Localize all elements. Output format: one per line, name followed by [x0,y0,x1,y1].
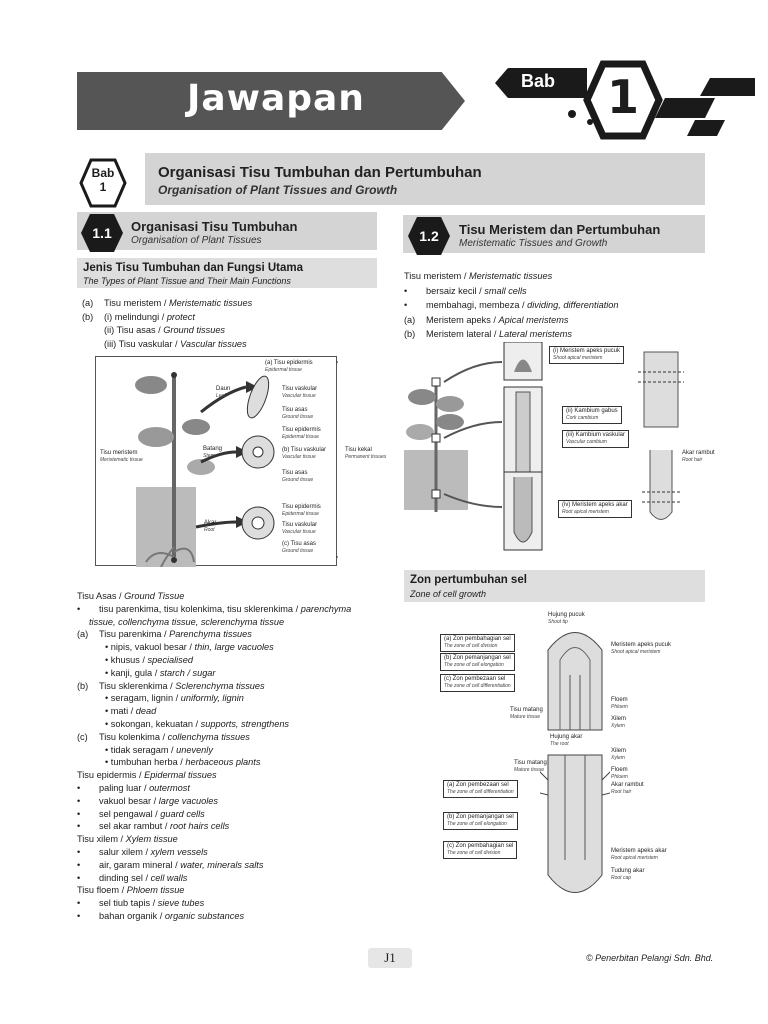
bab-label: Bab [521,71,555,92]
bab-badge-label: Bab [79,166,127,180]
list-item: Tisu Asas / Ground Tissue [77,590,377,603]
list-item: (ii) Tisu asas / Ground tissues [82,324,377,338]
copyright: © Penerbitan Pelangi Sdn. Bhd. [586,953,713,963]
section-1-2-subtitle: Meristematic Tissues and Growth [459,238,607,249]
list-item: • tumbuhan herba / herbaceous plants [77,756,377,769]
list-item: •paling luar / outermost [77,782,377,795]
bab-badge-number: 1 [79,180,127,194]
list-item: •dinding sel / cell walls [77,872,377,885]
list-item: (b)Tisu sklerenkima / Sclerenchyma tissu… [77,680,377,693]
meristem-illustration [404,342,704,557]
section-1-1-number: 1.1 [80,225,124,241]
figure-label: Tisu vaskularVascular tissue [282,386,317,400]
list-item: (iii) Tisu vaskular / Vascular tissues [82,338,377,352]
list-item: Tisu xilem / Xylem tissue [77,833,377,846]
list-item: •membahagi, membeza / dividing, differen… [404,298,704,313]
list-item: •sel tiub tapis / sieve tubes [77,897,377,910]
list-item: • khusus / specialised [77,654,377,667]
figure-label: Meristem apeks akarRoot apical meristem [611,848,667,862]
zon-subtitle: Zone of cell growth [410,589,486,599]
list-item: Tisu epidermis / Epidermal tissues [77,769,377,782]
figure-label: (c) Zon pembahagian selThe zone of cell … [443,841,517,859]
list-item: •bersaiz kecil / small cells [404,284,704,299]
list-item: • nipis, vakuol besar / thin, large vacu… [77,641,377,654]
meristem-list: Tisu meristem / Meristematic tissues•ber… [404,269,704,342]
section-1-2-number: 1.2 [407,228,451,244]
page-title: Jawapan [187,78,365,119]
section-1-2-title: Tisu Meristem dan Pertumbuhan [459,222,660,237]
decor-stripes [655,78,755,138]
list-item: • kanji, gula / starch / sugar [77,667,377,680]
section-1-1-subtitle: Organisation of Plant Tissues [131,235,262,246]
list-item: • sokongan, kekuatan / supports, strengt… [77,718,377,731]
list-item: • tidak seragam / unevenly [77,744,377,757]
list-item: (a)Meristem apeks / Apical meristems [404,313,704,328]
growth-zone-illustration [540,620,610,910]
mature-tissue-label: Tisu matangMature tissue [510,707,543,721]
section-1-1-title: Organisasi Tisu Tumbuhan [131,219,297,234]
list-item: Tisu floem / Phloem tissue [77,884,377,897]
list-item: •vakuol besar / large vacuoles [77,795,377,808]
list-item: •air, garam mineral / water, minerals sa… [77,859,377,872]
list-item: • seragam, lignin / uniformly, lignin [77,692,377,705]
list-item: (b)(i) melindungi / protect [82,311,377,325]
figure-label: Tudung akarRoot cap [611,868,644,882]
zon-title: Zon pertumbuhan sel [410,574,527,586]
list-item: •tisu parenkima, tisu kolenkima, tisu sk… [77,603,377,616]
list-item: •bahan organik / organic substances [77,910,377,923]
list-item: (a)Tisu meristem / Meristematic tissues [82,297,377,311]
jenis-title: Jenis Tisu Tumbuhan dan Fungsi Utama [83,262,303,274]
jenis-subtitle: The Types of Plant Tissue and Their Main… [83,276,291,286]
chapter-title: Organisasi Tisu Tumbuhan dan Pertumbuhan [158,164,482,181]
list-item: • mati / dead [77,705,377,718]
page-number: J1 [368,948,412,968]
list-item: •sel akar rambut / root hairs cells [77,820,377,833]
list-item: (c)Tisu kolenkima / collenchyma tissues [77,731,377,744]
list-item: (a)Tisu parenkima / Parenchyma tissues [77,628,377,641]
decor-dots [560,100,600,130]
tissue-list-top: (a)Tisu meristem / Meristematic tissues(… [82,297,377,351]
figure-label: Akar rambutRoot hair [611,782,644,796]
list-item: Tisu meristem / Meristematic tissues [404,269,704,284]
meristem-figure [404,342,704,557]
list-item: •salur xilem / xylem vessels [77,846,377,859]
list-item: •sel pengawal / guard cells [77,808,377,821]
tissue-list-bottom: Tisu Asas / Ground Tissue•tisu parenkima… [77,590,377,923]
chapter-subtitle: Organisation of Plant Tissues and Growth [158,183,397,197]
list-item: tissue, collenchyma tissue, sclerenchyma… [77,616,377,629]
list-item: (b)Meristem lateral / Lateral meristems [404,327,704,342]
